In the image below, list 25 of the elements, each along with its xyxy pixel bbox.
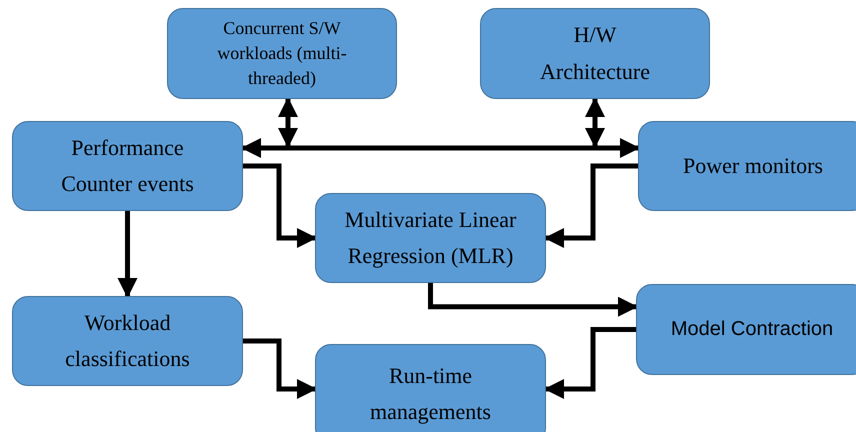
box-label: Workload classifications bbox=[64, 308, 191, 373]
arrow bbox=[243, 338, 317, 399]
box-label: Performance Counter events bbox=[60, 134, 195, 198]
arrow bbox=[544, 164, 638, 248]
process-box bbox=[167, 8, 397, 99]
box-label: Model Contraction bbox=[670, 317, 834, 342]
arrow bbox=[241, 138, 640, 158]
box-label: Power monitors bbox=[683, 152, 823, 180]
box-label: Multivariate Linear Regression (MLR) bbox=[344, 206, 518, 270]
process-box bbox=[315, 344, 546, 432]
box-label: H/W Architecture bbox=[539, 21, 651, 86]
process-box bbox=[480, 8, 710, 99]
arrow bbox=[278, 97, 298, 148]
process-box bbox=[638, 121, 856, 211]
box-label: Concurrent S/W workloads (multi-threaded) bbox=[216, 16, 348, 90]
arrow bbox=[118, 211, 138, 298]
box-label: Run-time managements bbox=[369, 362, 492, 426]
arrow bbox=[544, 327, 636, 399]
process-box bbox=[12, 121, 243, 211]
arrow bbox=[243, 164, 317, 248]
arrow bbox=[585, 97, 605, 148]
process-box bbox=[636, 284, 856, 375]
process-box bbox=[315, 193, 546, 283]
process-box bbox=[12, 296, 243, 386]
arrow bbox=[428, 283, 638, 317]
